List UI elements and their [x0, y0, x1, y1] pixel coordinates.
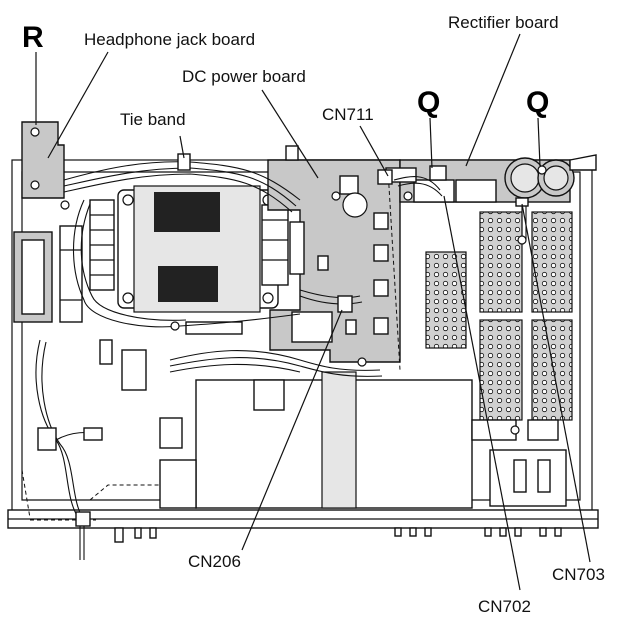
wiring [35, 153, 527, 560]
marker-q-left: Q [417, 86, 440, 119]
cn702-label: CN702 [478, 597, 531, 616]
headphone-jack-board-label: Headphone jack board [84, 30, 255, 49]
cn703-label: CN703 [552, 565, 605, 584]
leader-lines [35, 33, 591, 591]
cable-clamp [75, 511, 91, 527]
transformer [89, 185, 289, 313]
marker-q-right: Q [526, 86, 549, 119]
cn206-label: CN206 [188, 552, 241, 571]
tie-band-clip [177, 153, 191, 171]
fan-assembly [13, 225, 83, 323]
rectifier-board [385, 154, 597, 203]
screws [60, 191, 527, 435]
cn206-connector [337, 295, 353, 313]
dc-power-board-label: DC power board [182, 67, 306, 86]
heatsink-panels [425, 211, 573, 421]
chassis-outline [7, 159, 599, 543]
tie-band-label: Tie band [120, 110, 186, 129]
lower-boards [99, 321, 567, 509]
marker-r: R [22, 21, 44, 54]
dc-power-board [267, 145, 401, 363]
rectifier-board-label: Rectifier board [448, 13, 559, 32]
cn711-label: CN711 [322, 105, 374, 124]
cn711-connector [377, 169, 393, 185]
headphone-jack-board [21, 121, 65, 199]
